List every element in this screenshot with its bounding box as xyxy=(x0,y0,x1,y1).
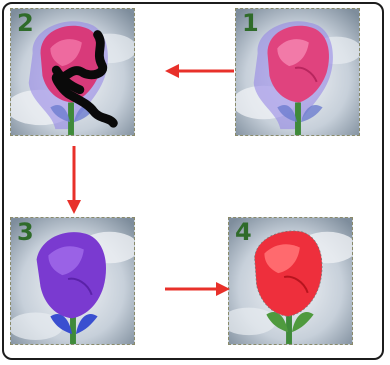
step-number-4: 4 xyxy=(235,220,252,244)
step-4-panel: 4 xyxy=(228,217,353,345)
step-number-3: 3 xyxy=(17,220,34,244)
step-2-panel: 2 xyxy=(10,8,135,136)
step-number-2: 2 xyxy=(17,11,34,35)
step-3-panel: 3 xyxy=(10,217,135,345)
step-1-panel: 1 xyxy=(235,8,360,136)
step-number-1: 1 xyxy=(242,11,259,35)
